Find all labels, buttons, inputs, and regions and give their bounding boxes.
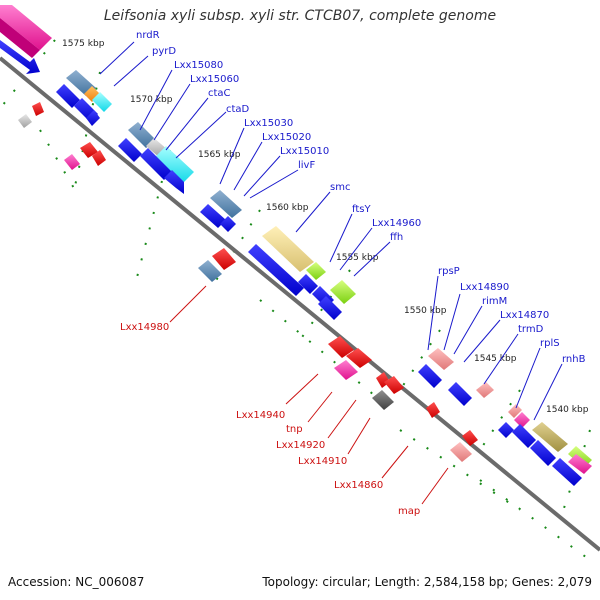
gene-label: smc [330, 182, 350, 193]
tick-label: 1540 kbp [546, 405, 589, 415]
tick-label: 1545 kbp [474, 354, 517, 364]
gene-label: Lxx14910 [298, 456, 347, 467]
gene-label: Lxx14870 [500, 310, 549, 321]
gene-label: ctaC [208, 88, 231, 99]
bottom-leader-lines [169, 285, 449, 505]
gene-label: Lxx14960 [372, 218, 421, 229]
accession-text: Accession: NC_006087 [8, 575, 145, 589]
gene-label: trmD [518, 324, 544, 335]
gene-label: Lxx15080 [174, 60, 223, 71]
genome-backbone [0, 56, 600, 552]
gene-label: Lxx15030 [244, 118, 293, 129]
tick-label: 1570 kbp [130, 95, 173, 105]
gene-label: rnhB [562, 354, 586, 365]
gene-label: ftsY [352, 204, 371, 215]
feature-pink-top [0, 5, 52, 50]
gene-label: rpsP [438, 266, 460, 277]
gene-label: Lxx14980 [120, 322, 169, 333]
gene-label: tnp [286, 424, 303, 435]
gene-label: Lxx15060 [190, 74, 239, 85]
grid-lines [1, 39, 591, 561]
genome-summary-text: Topology: circular; Length: 2,584,158 bp… [262, 575, 592, 589]
tick-label: 1560 kbp [266, 203, 309, 213]
tick-labels: 1575 kbp 1570 kbp 1565 kbp 1560 kbp 1555… [62, 39, 589, 415]
gene-label: ctaD [226, 104, 250, 115]
gene-arrow-fwd [0, 40, 40, 74]
feature-pink-top-2 [0, 18, 40, 58]
gene-label: Lxx15010 [280, 146, 329, 157]
top-leader-lines [99, 41, 563, 421]
gene-label: Lxx14920 [276, 440, 325, 451]
diagram-title: Leifsonia xyli subsp. xyli str. CTCB07, … [103, 8, 497, 24]
gene-label: rimM [482, 296, 507, 307]
top-gene-labels: nrdR pyrD Lxx15080 Lxx15060 ctaC ctaD Lx… [136, 30, 586, 365]
tick-label: 1555 kbp [336, 253, 379, 263]
gene-label: Lxx14890 [460, 282, 509, 293]
reverse-features [18, 102, 478, 462]
gene-label: Lxx15020 [262, 132, 311, 143]
gene-label: Lxx14940 [236, 410, 285, 421]
gene-label: pyrD [152, 46, 176, 57]
gene-label: nrdR [136, 30, 160, 41]
tick-label: 1550 kbp [404, 306, 447, 316]
gene-label: livF [298, 160, 315, 171]
gene-label: rplS [540, 338, 560, 349]
gene-label: map [398, 506, 420, 517]
bottom-gene-labels: Lxx14980 Lxx14940 tnp Lxx14920 Lxx14910 … [120, 322, 420, 517]
tick-label: 1575 kbp [62, 39, 105, 49]
gene-label: ffh [390, 232, 403, 243]
forward-features [0, 5, 592, 486]
tick-label: 1565 kbp [198, 150, 241, 160]
gene-label: Lxx14860 [334, 480, 383, 491]
